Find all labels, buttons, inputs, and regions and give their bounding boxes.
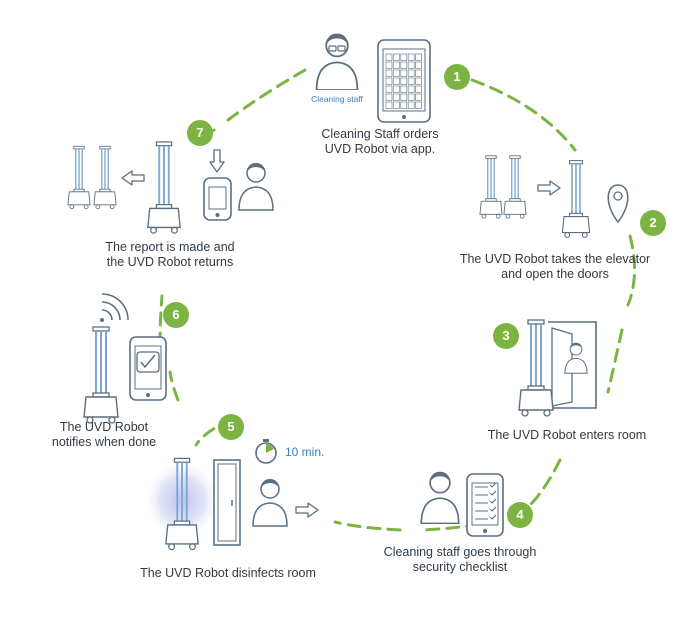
- dashed-path-segment: [168, 370, 180, 402]
- checklist-icon: [466, 473, 504, 537]
- robot-icon: [561, 159, 591, 239]
- tablet-icon: [377, 39, 431, 123]
- person-icon: [315, 32, 359, 90]
- step-5-badge: 5: [218, 414, 244, 440]
- cleaning-staff-label: Cleaning staff: [311, 94, 363, 104]
- robot-icon: [503, 155, 527, 219]
- person-icon: [420, 470, 460, 524]
- caption-line: and open the doors: [501, 267, 609, 281]
- dashed-path-segment: [470, 78, 577, 152]
- robot-icon: [146, 140, 182, 235]
- phone-icon: [203, 177, 232, 221]
- person-icon: [252, 478, 288, 527]
- phone-icon: [129, 336, 167, 401]
- robot-icon: [479, 155, 503, 219]
- step-5-caption: The UVD Robot disinfects room: [118, 566, 338, 581]
- caption-line: security checklist: [412, 560, 508, 574]
- step-1-caption: Cleaning Staff orders UVD Robot via app.: [300, 127, 460, 157]
- step-4-caption: Cleaning staff goes through security che…: [370, 545, 550, 575]
- caption-line: notifies when done: [51, 435, 157, 449]
- caption-line: Cleaning staff goes through: [383, 545, 537, 559]
- door-icon: [213, 459, 241, 546]
- robot-icon: [93, 145, 117, 210]
- robot-icon: [82, 325, 120, 425]
- dashed-path-segment: [528, 458, 562, 507]
- step-2-caption: The UVD Robot takes the elevator and ope…: [450, 252, 660, 282]
- caption-line: The UVD Robot takes the elevator: [459, 252, 651, 266]
- caption-line: The UVD Robot enters room: [487, 428, 647, 442]
- wifi-icon: [100, 293, 129, 322]
- timer-label: 10 min.: [285, 445, 325, 459]
- person-icon: [238, 162, 274, 211]
- step-3-caption: The UVD Robot enters room: [472, 428, 662, 443]
- arrow-icon: [121, 170, 145, 186]
- dashed-path-segment: [626, 234, 637, 307]
- arrow-icon: [537, 180, 561, 196]
- robot-icon: [518, 319, 554, 417]
- robot-icon: [67, 145, 91, 210]
- caption-line: Cleaning Staff orders: [321, 127, 439, 141]
- step-3-badge: 3: [493, 323, 519, 349]
- step-4-badge: 4: [507, 502, 533, 528]
- step-6-caption: The UVD Robot notifies when done: [44, 420, 164, 450]
- step-7-caption: The report is made and the UVD Robot ret…: [80, 240, 260, 270]
- caption-line: the UVD Robot returns: [106, 255, 234, 269]
- dashed-path-segment: [333, 520, 402, 532]
- step-6-badge: 6: [163, 302, 189, 328]
- door-icon: [548, 321, 597, 409]
- step-2-badge: 2: [640, 210, 666, 236]
- dashed-path-segment: [606, 328, 624, 394]
- dashed-path-segment: [226, 68, 307, 122]
- arrow-icon: [209, 149, 225, 173]
- timer-icon: [255, 439, 277, 464]
- glasses-icon: [328, 45, 346, 52]
- caption-line: UVD Robot via app.: [324, 142, 436, 156]
- caption-line: The UVD Robot: [59, 420, 149, 434]
- location-pin-icon: [607, 184, 629, 224]
- caption-line: The report is made and: [105, 240, 235, 254]
- step-1-badge: 1: [444, 64, 470, 90]
- caption-line: The UVD Robot disinfects room: [140, 566, 316, 580]
- step-7-badge: 7: [187, 120, 213, 146]
- arrow-icon: [295, 502, 319, 518]
